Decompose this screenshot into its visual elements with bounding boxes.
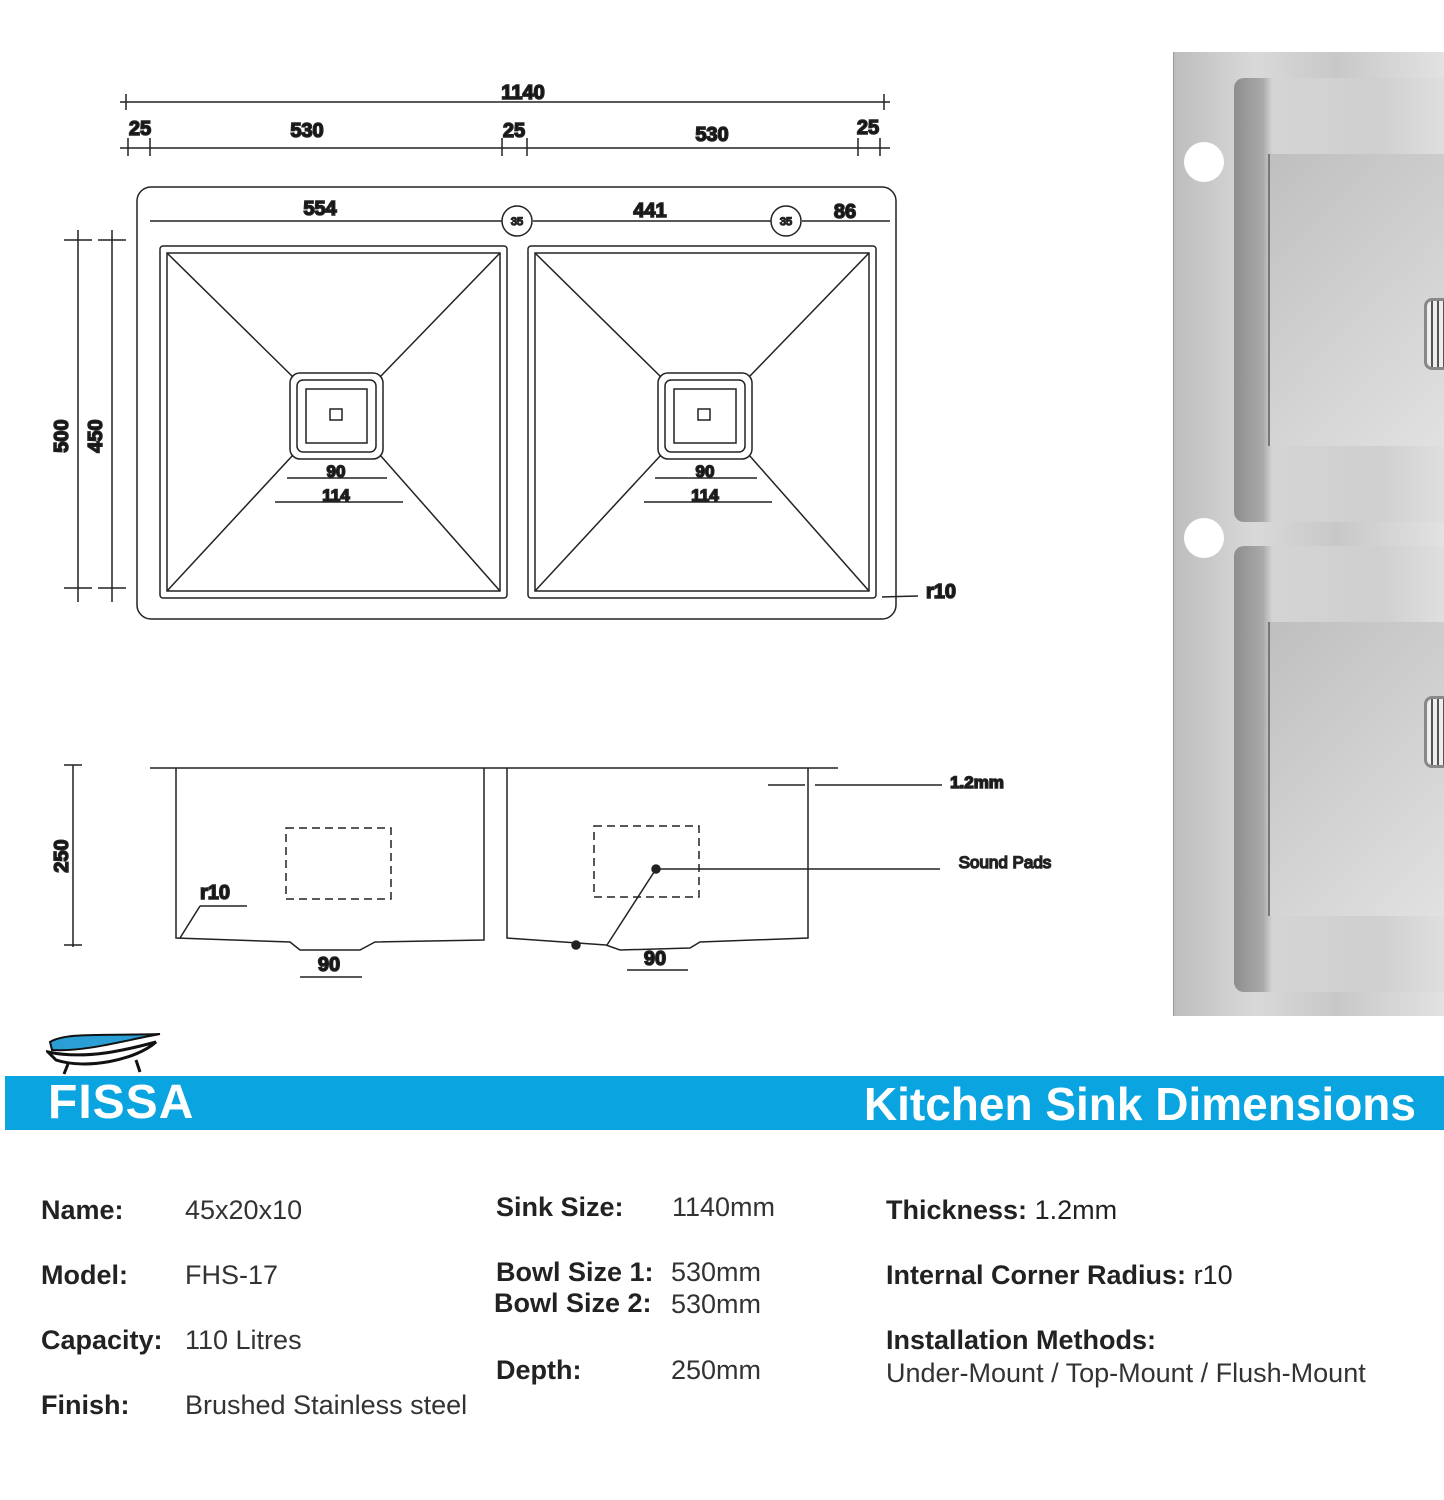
tap-hole <box>1184 518 1224 558</box>
sink-outline <box>136 186 897 620</box>
spec-finish-label: Finish: <box>41 1390 130 1420</box>
page-title: Kitchen Sink Dimensions <box>863 1078 1416 1130</box>
spec-finish-value: Brushed Stainless steel <box>185 1390 468 1420</box>
dim-depth-inner: 450 <box>85 419 107 452</box>
photo-bowl-2 <box>1234 546 1444 992</box>
spec-capacity-label: Capacity: <box>41 1325 163 1355</box>
spec-name-value: 45x20x10 <box>185 1195 303 1225</box>
spec-bowl2-label: Bowl Size 2: <box>494 1288 652 1318</box>
dim-right-margin: 25 <box>857 117 879 139</box>
spec-installation-value: Under-Mount / Top-Mount / Flush-Mount <box>886 1358 1366 1388</box>
technical-drawing: 1140 25 530 25 530 25 35 35 554 441 86 9… <box>50 81 1052 978</box>
dim-corner-radius-side: r10 <box>200 882 230 904</box>
dim-drain-outer-right: 114 <box>691 486 719 505</box>
side-view <box>64 764 942 978</box>
dim-middle: 25 <box>503 120 525 142</box>
dim-bowl1: 530 <box>290 120 323 142</box>
sink-photo <box>1173 52 1444 1016</box>
dim-drain-inner-left: 90 <box>327 462 346 481</box>
bowl-right <box>527 245 877 599</box>
tap-hole-2-label: 35 <box>780 216 792 228</box>
dim-drain-side-2: 90 <box>644 948 666 970</box>
dim-drain-outer-left: 114 <box>322 486 350 505</box>
spec-thickness-label: Thickness: <box>886 1195 1028 1225</box>
dim-86: 86 <box>834 201 856 223</box>
tap-hole-1-label: 35 <box>511 216 523 228</box>
spec-depth-value: 250mm <box>671 1355 762 1385</box>
drain-dimension-lines <box>275 477 772 503</box>
bathtub-logo-icon <box>46 1033 161 1075</box>
spec-name-label: Name: <box>41 1195 124 1225</box>
dim-554: 554 <box>303 198 337 220</box>
dim-overall: 1140 <box>501 82 544 104</box>
top-dimension-lines <box>120 94 890 156</box>
header-band <box>5 1076 1444 1130</box>
dim-bowl2: 530 <box>695 124 728 146</box>
spec-bowl1-label: Bowl Size 1: <box>496 1257 654 1287</box>
spec-installation-label: Installation Methods: <box>886 1325 1156 1355</box>
spec-sink-size-label: Sink Size: <box>496 1192 624 1222</box>
spec-depth-label: Depth: <box>496 1355 582 1385</box>
spec-thickness-value: 1.2mm <box>1034 1195 1118 1225</box>
dim-441: 441 <box>633 200 666 222</box>
spec-sink-size-value: 1140mm <box>672 1192 776 1222</box>
photo-bowl-1 <box>1234 78 1444 522</box>
dim-depth-outer: 500 <box>51 419 73 452</box>
sound-pads-label: Sound Pads <box>959 853 1052 872</box>
spec-corner-radius: Internal Corner Radius: r10 <box>886 1260 1233 1290</box>
dim-left-margin: 25 <box>129 118 151 140</box>
brand-logo: FISSA <box>48 1076 195 1129</box>
spec-thickness: Thickness: 1.2mm <box>886 1195 1117 1225</box>
tap-hole-2 <box>770 205 802 237</box>
dim-drain-side-1: 90 <box>318 954 340 976</box>
spec-corner-radius-label: Internal Corner Radius: <box>886 1260 1187 1290</box>
dim-thickness: 1.2mm <box>950 773 1004 792</box>
spec-bowl1-value: 530mm <box>671 1257 762 1287</box>
spec-model-label: Model: <box>41 1260 128 1290</box>
spec-model-value: FHS-17 <box>185 1260 279 1290</box>
side-dimension-lines <box>64 230 126 602</box>
dim-height: 250 <box>51 839 73 872</box>
tap-hole-1 <box>501 205 533 237</box>
spec-bowl2-value: 530mm <box>671 1289 762 1319</box>
tap-hole <box>1184 142 1224 182</box>
bowl-left <box>159 245 508 599</box>
spec-capacity-value: 110 Litres <box>185 1325 302 1355</box>
dim-drain-inner-right: 90 <box>696 462 715 481</box>
spec-corner-radius-value: r10 <box>1193 1260 1233 1290</box>
dim-corner-radius-top: r10 <box>926 581 956 603</box>
